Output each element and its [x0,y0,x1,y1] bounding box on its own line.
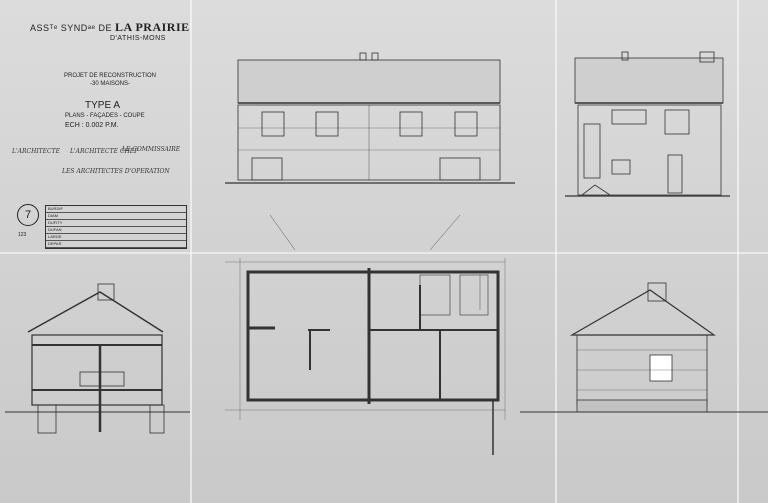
sheet-number: 7 [17,204,39,226]
signature-architect: L'ARCHITECTE [12,148,61,155]
fold-line [190,0,192,503]
rear-facade [520,282,768,413]
location-label: D'ATHIS-MONS [110,35,166,42]
side-facade [565,51,730,197]
fold-line [737,0,739,503]
table-row: DUFITY [46,220,186,227]
ref-label: 123 [18,232,27,238]
project-name: LA PRAIRIE [114,20,190,34]
scale-label: ECH : 0.002 P.M. [65,122,119,129]
fold-line [555,0,557,503]
table-row: DUFAN [46,227,186,234]
table-row: DEPAR [46,241,186,248]
front-facade [225,52,515,184]
signature-commissioner: LE COMMISSAIRE [122,146,181,153]
project-line-1: PROJET DE RECONSTRUCTION [64,73,156,79]
project-line-2: -30 MAISONS- [89,81,130,87]
association-label: ASSᵀᵉ SYNDᵃᵉ DE [30,23,112,33]
project-description: PROJET DE RECONSTRUCTION -30 MAISONS- [60,72,160,88]
title-block: ASSᵀᵉ SYNDᵃᵉ DE LA PRAIRIE D'ATHIS-MONS [30,20,200,42]
floor-plan [225,214,506,455]
title-line: ASSᵀᵉ SYNDᵃᵉ DE LA PRAIRIE [30,20,200,35]
section-drawing [5,283,190,434]
table-row: BURDIF [46,206,186,213]
signature-chief: L'ARCHITECTE CHEF [70,148,139,155]
fold-line [0,252,768,254]
signature-operation: LES ARCHITECTES D'OPERATION [62,168,170,175]
signature-table: BURDIF DIAM DUFITY DUFAN LARGE DEPAR [45,205,187,249]
drawings-label: PLANS - FAÇADES - COUPE [65,113,145,119]
table-row: LARGE [46,234,186,241]
table-row: DIAM [46,213,186,220]
type-label: TYPE A [85,100,121,111]
